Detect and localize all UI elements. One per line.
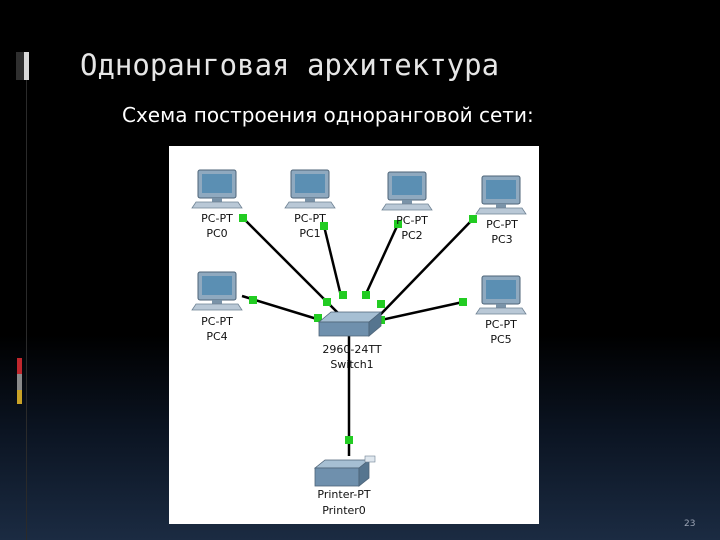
printer0-node[interactable]: Printer-PT Printer0 <box>314 455 376 517</box>
accent-bar-vertical-line <box>26 80 27 540</box>
port-indicator <box>339 291 347 299</box>
pc0-name-label: PC0 <box>206 227 227 240</box>
pc5-node[interactable]: PC-PT PC5 <box>475 275 527 346</box>
link-pc2-switch1 <box>363 223 400 297</box>
link-pc1-switch1 <box>322 225 343 297</box>
port-indicator <box>459 298 467 306</box>
switch-icon <box>318 311 382 337</box>
port-indicator <box>394 220 402 228</box>
pc1-node[interactable]: PC-PT PC1 <box>284 169 336 240</box>
computer-icon <box>381 171 433 211</box>
page-number: 23 <box>684 519 696 529</box>
link-pc5-switch1 <box>380 300 464 322</box>
pc5-name-label: PC5 <box>490 333 511 346</box>
pc1-name-label: PC1 <box>299 227 320 240</box>
pc2-type-label: PC-PT <box>396 214 428 227</box>
port-indicator <box>239 214 247 222</box>
port-indicator <box>377 300 385 308</box>
pc3-type-label: PC-PT <box>486 218 518 231</box>
port-indicator <box>345 436 353 444</box>
slide-subtitle: Схема построения одноранговой сети: <box>122 103 534 127</box>
port-indicator <box>249 296 257 304</box>
accent-bar-yellow <box>17 390 22 404</box>
printer0-name-label: Printer0 <box>322 504 366 517</box>
switch1-name-label: Switch1 <box>330 358 373 371</box>
pc5-type-label: PC-PT <box>485 318 517 331</box>
pc1-type-label: PC-PT <box>294 212 326 225</box>
network-diagram: PC-PT PC0 PC-PT PC1 PC-PT PC2 PC-PT PC3 … <box>169 146 539 524</box>
pc3-node[interactable]: PC-PT PC3 <box>475 175 527 246</box>
computer-icon <box>191 271 243 311</box>
accent-bar-top-dark <box>16 52 24 80</box>
slide-title: Одноранговая архитектура <box>80 48 500 82</box>
printer-icon <box>314 455 376 487</box>
network-diagram-svg: PC-PT PC0 PC-PT PC1 PC-PT PC2 PC-PT PC3 … <box>191 169 527 517</box>
links <box>241 217 474 456</box>
accent-bar-grey <box>17 374 22 390</box>
computer-icon <box>475 275 527 315</box>
port-indicator <box>323 298 331 306</box>
pc4-name-label: PC4 <box>206 330 227 343</box>
pc0-node[interactable]: PC-PT PC0 <box>191 169 243 240</box>
link-pc3-switch1 <box>378 218 474 317</box>
accent-bar-red <box>17 358 22 374</box>
computer-icon <box>191 169 243 209</box>
pc0-type-label: PC-PT <box>201 212 233 225</box>
switch1-type-label: 2960-24TT <box>322 343 381 356</box>
accent-bar-top-light <box>24 52 29 80</box>
pc4-type-label: PC-PT <box>201 315 233 328</box>
port-indicator <box>362 291 370 299</box>
port-indicator <box>320 222 328 230</box>
printer0-type-label: Printer-PT <box>317 488 370 501</box>
pc2-name-label: PC2 <box>401 229 422 242</box>
pc4-node[interactable]: PC-PT PC4 <box>191 271 243 343</box>
computer-icon <box>475 175 527 215</box>
port-indicator <box>469 215 477 223</box>
computer-icon <box>284 169 336 209</box>
port-indicator <box>314 314 322 322</box>
switch1-node[interactable]: 2960-24TT Switch1 <box>318 311 382 371</box>
pc2-node[interactable]: PC-PT PC2 <box>381 171 433 242</box>
pc3-name-label: PC3 <box>491 233 512 246</box>
